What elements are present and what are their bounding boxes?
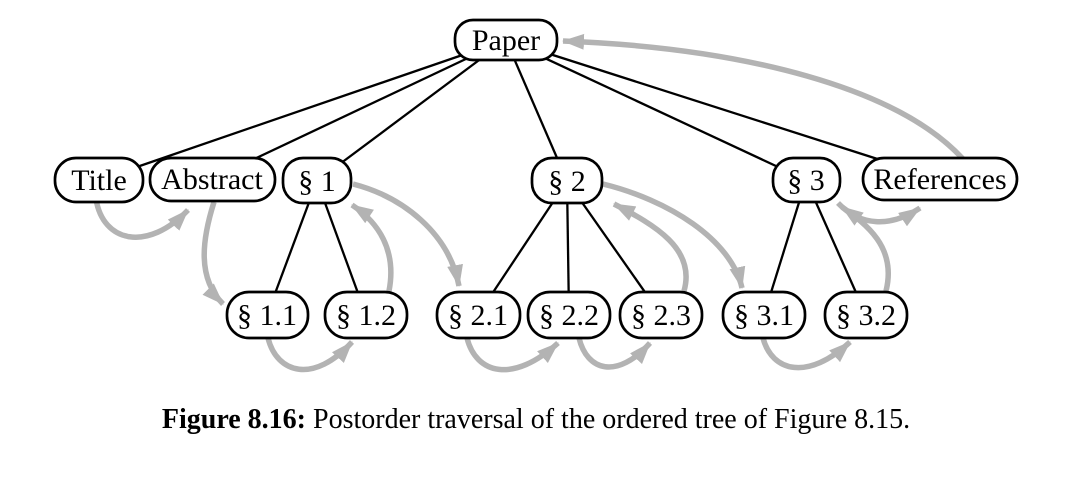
node-section-1-2: § 1.2 — [323, 290, 409, 340]
node-abstract: Abstract — [148, 156, 277, 203]
traversal-arrow-s12-to-s1 — [350, 202, 394, 292]
tree-nodes: Paper Title Abstract § 1 § 2 § 3 — [53, 18, 1019, 340]
node-abstract-label: Abstract — [161, 163, 263, 196]
edge-paper-references — [505, 38, 941, 181]
node-section-2-label: § 2 — [548, 165, 586, 198]
node-section-3: § 3 — [771, 156, 842, 204]
node-section-2-3-shape — [618, 290, 704, 340]
edge-paper-s1 — [316, 39, 507, 182]
node-title: Title — [53, 156, 145, 204]
figure-caption: Figure 8.16: Postorder traversal of the … — [0, 404, 1072, 436]
node-paper-shape — [453, 18, 559, 62]
node-section-1-1: § 1.1 — [225, 290, 310, 340]
traversal-arrow-s3-to-references — [836, 201, 922, 227]
node-section-3-1-label: § 3.1 — [734, 299, 794, 332]
node-references-shape — [861, 156, 1019, 202]
traversal-arrow-s2-to-s31 — [602, 181, 746, 289]
node-section-1-2-shape — [323, 290, 409, 340]
node-section-2-shape — [530, 156, 604, 205]
node-section-3-2-shape — [823, 290, 909, 340]
edge-paper-title — [98, 38, 507, 182]
node-section-3-2: § 3.2 — [823, 290, 909, 340]
traversal-arrow-s23-to-s2 — [612, 201, 689, 292]
traversal-arrow-s31-to-s32 — [760, 337, 852, 371]
edge-paper-s3 — [505, 38, 807, 182]
node-section-2-1: § 2.1 — [435, 290, 522, 340]
node-section-3-1-shape — [721, 290, 807, 340]
figure-caption-text: Postorder traversal of the ordered tree … — [313, 404, 911, 435]
node-section-1-label: § 1 — [298, 165, 336, 198]
traversal-arrow-abstract-to-s11 — [201, 201, 226, 306]
node-section-2-1-label: § 2.1 — [448, 299, 508, 332]
node-title-shape — [53, 156, 145, 204]
node-references: References — [861, 156, 1019, 202]
node-paper-label: Paper — [472, 24, 540, 57]
node-title-label: Title — [71, 164, 127, 197]
traversal-arrow-s11-to-s12 — [265, 337, 355, 373]
traversal-arrow-s21-to-s22 — [464, 337, 560, 373]
traversal-arrows — [93, 33, 966, 373]
node-section-2-2-shape — [526, 290, 612, 340]
traversal-arrow-s1-to-s21 — [352, 181, 463, 287]
node-section-2-2-label: § 2.2 — [539, 299, 599, 332]
node-section-1-shape — [281, 156, 353, 205]
node-section-2: § 2 — [530, 156, 604, 205]
edge-paper-abstract — [211, 38, 507, 181]
node-section-1-2-label: § 1.2 — [336, 299, 396, 332]
node-section-2-3: § 2.3 — [618, 290, 704, 340]
figure-caption-label: Figure 8.16: — [161, 404, 306, 435]
node-section-3-2-label: § 3.2 — [836, 299, 896, 332]
node-section-1: § 1 — [281, 156, 353, 205]
node-section-1-1-shape — [225, 290, 310, 340]
node-section-3-1: § 3.1 — [721, 290, 807, 340]
node-abstract-shape — [148, 156, 277, 203]
node-section-3-shape — [771, 156, 842, 204]
node-references-label: References — [873, 163, 1006, 196]
node-section-2-3-label: § 2.3 — [631, 299, 691, 332]
traversal-arrow-title-to-abstract — [93, 198, 190, 240]
traversal-arrow-references-to-paper — [562, 33, 966, 161]
node-section-1-1-label: § 1.1 — [237, 299, 297, 332]
node-section-3-label: § 3 — [787, 164, 825, 197]
traversal-arrow-s22-to-s23 — [576, 337, 653, 370]
node-section-2-1-shape — [435, 290, 522, 340]
node-section-2-2: § 2.2 — [526, 290, 612, 340]
node-paper: Paper — [453, 18, 559, 62]
